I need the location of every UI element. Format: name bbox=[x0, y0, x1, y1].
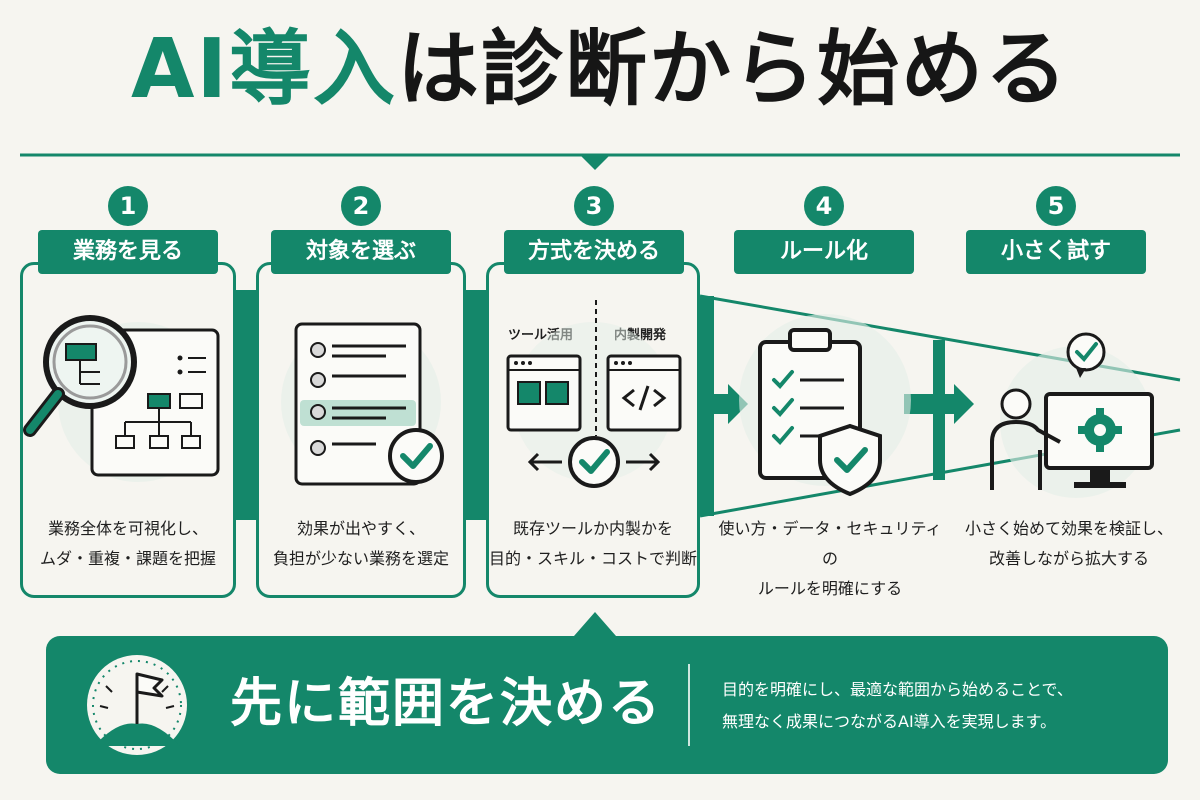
step-number-2: 2 bbox=[341, 186, 381, 226]
person-monitor-gear-icon bbox=[990, 332, 1154, 498]
checklist-select-icon bbox=[281, 322, 444, 486]
page-title: AI導入は診断から始める bbox=[0, 20, 1200, 120]
banner-title: 先に範囲を決める bbox=[230, 674, 663, 734]
banner-description: 目的を明確にし、最適な範囲から始めることで、 無理なく成果につながるAI導入を実… bbox=[722, 674, 1162, 738]
step-desc-5-line-1: 小さく始めて効果を検証し、 bbox=[964, 519, 1173, 538]
step-number-3: 3 bbox=[574, 186, 614, 226]
tool-vs-build-icon bbox=[506, 300, 682, 488]
step-number-4: 4 bbox=[804, 186, 844, 226]
step-desc-4-line-2: ルールを明確にする bbox=[757, 579, 903, 598]
step-desc-2-line-2: 負担が少ない業務を選定 bbox=[272, 549, 449, 568]
step-number-1: 1 bbox=[108, 186, 148, 226]
step-desc-3-line-1: 既存ツールか内製かを bbox=[512, 519, 673, 538]
magnifier-flowchart-icon bbox=[23, 315, 220, 482]
banner-desc-line-1: 目的を明確にし、最適な範囲から始めることで、 bbox=[722, 680, 1073, 699]
step-label-5: 小さく試す bbox=[966, 230, 1146, 274]
step-desc-3-line-2: 目的・スキル・コストで判断 bbox=[488, 549, 697, 568]
step-label-4: ルール化 bbox=[734, 230, 914, 274]
arrow-4-5 bbox=[904, 340, 974, 480]
step-desc-2-line-1: 効果が出やすく、 bbox=[296, 519, 425, 538]
step-desc-2: 効果が出やすく、 負担が少ない業務を選定 bbox=[261, 514, 461, 574]
step-label-2: 対象を選ぶ bbox=[271, 230, 451, 274]
step-desc-1: 業務全体を可視化し、 ムダ・重複・課題を把握 bbox=[28, 514, 228, 574]
step-label-3: 方式を決める bbox=[504, 230, 684, 274]
banner-divider bbox=[688, 664, 690, 746]
flag-summit-icon bbox=[87, 655, 187, 755]
step-desc-1-line-2: ムダ・重複・課題を把握 bbox=[39, 549, 216, 568]
step-label-1: 業務を見る bbox=[38, 230, 218, 274]
step-desc-5-line-2: 改善しながら拡大する bbox=[988, 549, 1149, 568]
banner-desc-line-2: 無理なく成果につながるAI導入を実現します。 bbox=[722, 712, 1057, 731]
title-rest: は診断から始める bbox=[396, 22, 1069, 117]
arrow-3-4 bbox=[700, 296, 748, 516]
summary-banner bbox=[46, 636, 1168, 774]
step-desc-3: 既存ツールか内製かを 目的・スキル・コストで判断 bbox=[480, 514, 706, 574]
banner-pointer bbox=[574, 612, 616, 636]
title-rule-notch bbox=[580, 155, 610, 170]
step-desc-1-line-1: 業務全体を可視化し、 bbox=[47, 519, 208, 538]
step-desc-4: 使い方・データ・セキュリティの ルールを明確にする bbox=[712, 514, 948, 604]
step-number-5: 5 bbox=[1036, 186, 1076, 226]
title-accent: AI導入 bbox=[131, 22, 397, 117]
step-desc-5: 小さく始めて効果を検証し、 改善しながら拡大する bbox=[952, 514, 1186, 574]
clipboard-shield-icon bbox=[739, 314, 911, 497]
step-desc-4-line-1: 使い方・データ・セキュリティの bbox=[718, 519, 942, 568]
